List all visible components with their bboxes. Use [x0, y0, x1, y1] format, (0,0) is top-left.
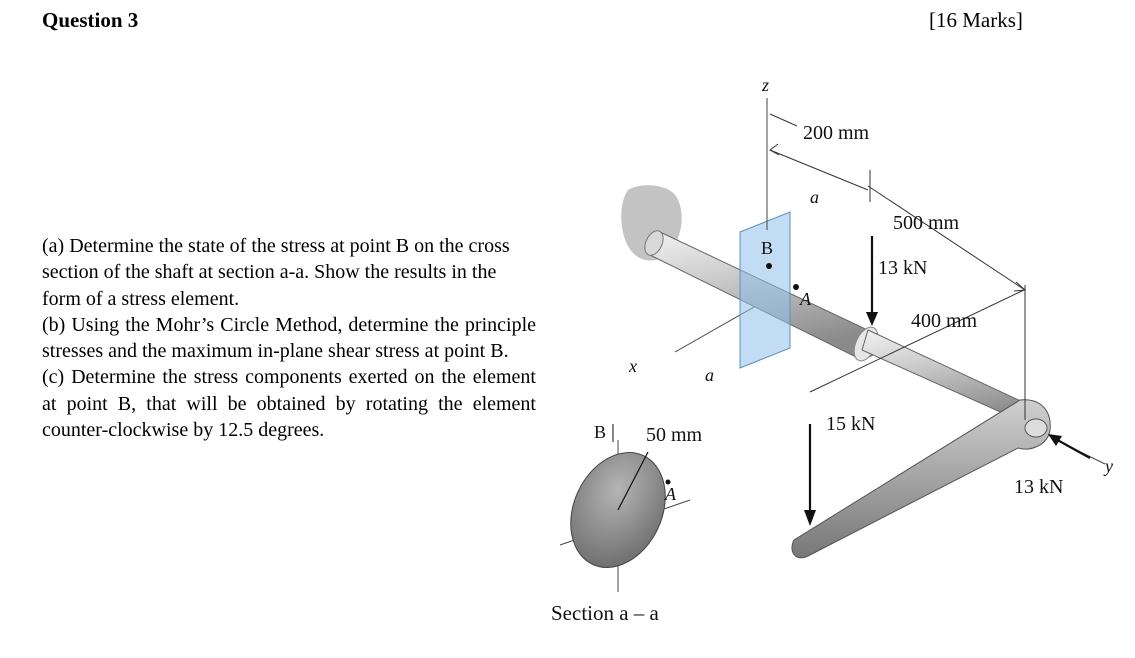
section-point-a-label: A	[664, 484, 677, 504]
section-mark-top: a	[810, 187, 819, 207]
section-point-b-label: B	[594, 422, 606, 442]
shaft-end-cap	[644, 230, 664, 256]
question-parts: (a) Determine the state of the stress at…	[42, 233, 536, 443]
force-13-vertical-label: 13 kN	[878, 257, 927, 279]
section-mark-bottom: a	[705, 365, 714, 385]
x-axis-label: x	[628, 356, 637, 376]
force-15-label: 15 kN	[826, 413, 875, 435]
question-title: Question 3	[42, 8, 139, 32]
crank-pin	[1024, 418, 1048, 438]
section-dim-label: 50 mm	[646, 424, 703, 446]
section-plane	[739, 211, 791, 369]
point-a-dot	[793, 284, 799, 290]
z-axis-label: z	[761, 75, 769, 95]
dim-200-leader	[769, 113, 798, 127]
part-b-text: (b) Using the Mohr’s Circle Method, dete…	[42, 313, 536, 363]
section-caption: Section a – a	[551, 601, 660, 625]
dim-200-arrow	[769, 143, 780, 156]
y-axis-label: y	[1103, 456, 1113, 476]
part-a-text: (a) Determine the state of the stress at…	[42, 235, 510, 310]
crank-arm	[791, 399, 1051, 559]
dim-500-line	[867, 185, 1026, 291]
dim-200-line	[769, 149, 869, 191]
point-a-label: A	[799, 289, 812, 309]
section-disc	[559, 440, 691, 592]
shaft-figure: x z y a a B A 200 mm 500 mm 400 mm 13 kN…	[551, 75, 1113, 625]
part-c-text: (c) Determine the stress components exer…	[42, 366, 536, 442]
force-13-horizontal-head	[1048, 434, 1062, 446]
dim-400-label: 400 mm	[911, 310, 978, 332]
dim-200-label: 200 mm	[803, 122, 870, 144]
force-13-horizontal-label: 13 kN	[1014, 476, 1063, 498]
dim-400-line	[809, 289, 1025, 393]
point-b-dot	[766, 263, 772, 269]
point-b-label: B	[761, 238, 773, 258]
dim-500-label: 500 mm	[893, 212, 960, 234]
marks-label: [16 Marks]	[929, 8, 1023, 32]
force-13-vertical-head	[866, 312, 878, 326]
force-15-head	[804, 510, 816, 526]
